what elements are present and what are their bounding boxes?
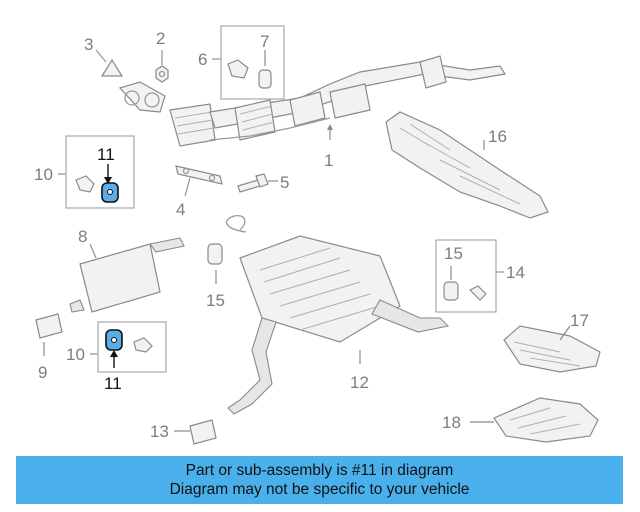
part-15-hanger-right[interactable]	[443, 281, 459, 301]
part-17-heat-shield[interactable]	[503, 325, 601, 373]
part-14-bracket[interactable]	[468, 285, 487, 301]
callout-6: 6	[198, 50, 207, 69]
part-5-bolt[interactable]	[237, 173, 278, 193]
part-8-center-muffler[interactable]	[69, 237, 185, 313]
part-13-clamp[interactable]	[174, 419, 217, 445]
callout-11-upper: 11	[97, 145, 115, 164]
callout-4: 4	[176, 200, 185, 219]
banner-line-2: Diagram may not be specific to your vehi…	[169, 481, 470, 498]
callout-box-14	[435, 239, 497, 313]
part-9-clamp[interactable]	[35, 313, 63, 356]
callout-18: 18	[442, 413, 461, 432]
callout-14: 14	[506, 263, 525, 282]
callout-box-10-upper	[65, 135, 135, 209]
info-banner: Part or sub-assembly is #11 in diagram D…	[16, 456, 623, 504]
callout-15-left: 15	[206, 291, 225, 310]
part-6-bracket[interactable]	[227, 59, 249, 79]
callout-10-upper: 10	[34, 165, 53, 184]
callout-2: 2	[156, 29, 165, 48]
part-4-bracket[interactable]	[175, 165, 223, 197]
part-11-hanger-lower[interactable]	[105, 329, 123, 351]
exhaust-parts-diagram: 3 2 6 7 1 10 11	[34, 25, 601, 445]
callout-box-6	[220, 25, 285, 100]
banner-line-1: Part or sub-assembly is #11 in diagram	[185, 462, 454, 479]
part-1-front-pipe[interactable]	[118, 55, 506, 147]
callout-11-lower: 11	[104, 374, 122, 393]
part-18-shield[interactable]	[470, 397, 599, 443]
callout-9: 9	[38, 363, 47, 382]
callout-10-lower: 10	[66, 345, 85, 364]
part-10-bracket-upper[interactable]	[75, 175, 95, 193]
part-2-nut[interactable]	[155, 50, 169, 83]
callout-3: 3	[84, 35, 93, 54]
callout-13: 13	[150, 422, 169, 441]
part-10-bracket-lower[interactable]	[133, 337, 153, 353]
part-12-rear-muffler[interactable]	[225, 215, 450, 415]
callout-5: 5	[280, 173, 289, 192]
part-7-hanger[interactable]	[258, 69, 272, 89]
callout-7: 7	[260, 32, 269, 51]
callout-box-10-lower	[97, 321, 167, 373]
callout-17: 17	[570, 311, 589, 330]
callout-16: 16	[488, 127, 507, 146]
callout-15-right: 15	[444, 244, 463, 263]
callout-12: 12	[350, 373, 369, 392]
callout-1: 1	[324, 151, 333, 170]
part-3-gasket[interactable]	[95, 49, 124, 77]
part-11-hanger-upper[interactable]	[101, 182, 119, 203]
part-15-hanger-left[interactable]	[207, 243, 223, 284]
part-16-heat-shield[interactable]	[385, 111, 549, 219]
callout-8: 8	[78, 227, 87, 246]
